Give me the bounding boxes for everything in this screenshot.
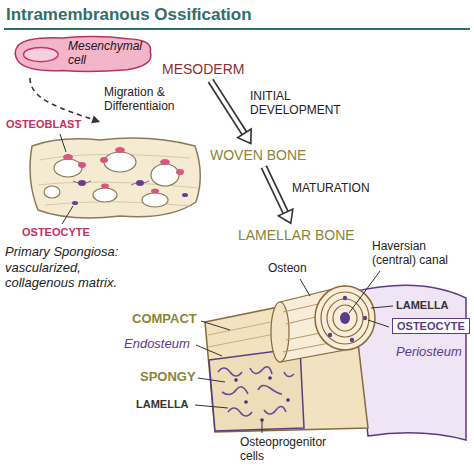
mesenchymal-cell: Mesenchymal cell bbox=[12, 34, 156, 74]
woven-bone-picture-part bbox=[104, 152, 136, 172]
title-underline bbox=[4, 29, 470, 30]
woven-bone-picture-part bbox=[160, 159, 170, 165]
node-text: MESODERM bbox=[162, 61, 244, 77]
woven-bone-picture-part bbox=[100, 157, 108, 163]
cell-body bbox=[15, 37, 151, 72]
osteon-cylinder-part bbox=[333, 305, 357, 331]
stage-label: MESODERM bbox=[160, 60, 246, 78]
bone-block-part bbox=[205, 292, 368, 432]
osteon-cylinder bbox=[271, 286, 375, 362]
osteon-cylinder-part bbox=[350, 338, 354, 342]
leader-lines-part bbox=[262, 421, 263, 433]
bone-block-part bbox=[286, 398, 290, 402]
migration-arrow-part bbox=[30, 78, 100, 122]
description-note: Primary Spongiosa: vascularized, collage… bbox=[5, 244, 137, 291]
arrow-shaft-inner bbox=[264, 167, 286, 214]
migration-arrow bbox=[30, 78, 100, 123]
stage-label: WOVEN BONE bbox=[208, 146, 308, 164]
woven-bone-picture-part bbox=[93, 188, 117, 202]
arrow-label: MATURATION bbox=[292, 182, 370, 196]
arrow-shaft-inner bbox=[211, 81, 245, 135]
node-text: Mesenchymal cell bbox=[68, 40, 148, 68]
woven-bone-picture-part bbox=[176, 169, 184, 175]
osteon-cylinder-part bbox=[321, 292, 369, 344]
leader-lines-part bbox=[201, 321, 230, 330]
part-label: LAMELLA bbox=[396, 299, 449, 312]
leader-lines-part bbox=[60, 134, 66, 152]
leader-lines-part bbox=[371, 306, 393, 308]
woven-bone-picture bbox=[30, 138, 200, 218]
woven-bone-picture-part bbox=[78, 162, 86, 168]
osteon-cylinder-part bbox=[343, 296, 347, 300]
leader-lines-part bbox=[349, 271, 380, 313]
arrow-head bbox=[278, 209, 292, 223]
arrow-label: INITIAL DEVELOPMENT bbox=[250, 90, 345, 118]
bone-block-part bbox=[244, 400, 248, 404]
woven-bone-picture-part bbox=[54, 159, 82, 177]
bone-block bbox=[205, 292, 368, 432]
woven-bone-picture-part bbox=[142, 193, 168, 207]
cell-nucleus bbox=[24, 47, 59, 61]
arrow-head bbox=[238, 129, 251, 143]
part-label: Osteon bbox=[268, 262, 307, 276]
process-note: Migration & Differentiaion bbox=[104, 86, 196, 114]
leader-lines-part bbox=[196, 345, 222, 356]
woven-bone-picture-part bbox=[73, 181, 149, 185]
double-line-arrow bbox=[264, 167, 293, 224]
osteon-cylinder-part bbox=[340, 312, 350, 324]
part-label: Haversian (central) canal bbox=[372, 240, 468, 268]
woven-bone-picture-part bbox=[151, 189, 159, 194]
leader-lines-part bbox=[62, 206, 73, 224]
woven-bone-picture-part bbox=[136, 180, 144, 186]
cell-label: OSTEOCYTE bbox=[22, 226, 90, 239]
osteon-cylinder-part bbox=[315, 286, 375, 350]
part-label: LAMELLA bbox=[136, 398, 189, 411]
stage-label: LAMELLAR BONE bbox=[236, 226, 357, 244]
bone-block-part bbox=[234, 378, 238, 382]
region-label: COMPACT bbox=[132, 312, 197, 327]
double-line-arrow bbox=[211, 81, 252, 144]
node-text: WOVEN BONE bbox=[210, 147, 306, 163]
title-underline-part bbox=[4, 28, 470, 30]
woven-bone-picture-part bbox=[78, 180, 86, 186]
osteon-cylinder-part bbox=[328, 333, 332, 337]
woven-bone-picture-part bbox=[115, 147, 125, 153]
woven-bone-picture-part bbox=[182, 193, 188, 197]
leader-lines-part bbox=[300, 279, 310, 296]
leader-lines-part bbox=[195, 405, 228, 408]
osteocyte-box: OSTEOCYTE bbox=[392, 318, 470, 334]
diagram-title: Intramembranous Ossification bbox=[6, 5, 252, 25]
woven-bone-picture-part bbox=[151, 164, 179, 186]
cell-label: OSTEOBLAST bbox=[6, 118, 81, 131]
woven-bone-picture-part bbox=[72, 201, 78, 205]
bone-block-part bbox=[218, 367, 294, 416]
migration-arrow-part bbox=[91, 116, 100, 124]
layer-label: Endosteum bbox=[124, 337, 190, 352]
woven-bone-picture-part bbox=[44, 186, 60, 198]
arrow-shaft bbox=[211, 81, 245, 135]
leader-lines bbox=[60, 134, 73, 224]
bone-block-part bbox=[268, 376, 272, 380]
cell-label: Osteoprogenitor cells bbox=[240, 436, 340, 464]
leader-lines-part bbox=[368, 320, 389, 327]
node-text: OSTEOCYTE bbox=[397, 320, 465, 332]
woven-bone-picture-part bbox=[101, 184, 109, 189]
woven-bone-picture-part bbox=[30, 138, 200, 218]
region-label: SPONGY bbox=[140, 370, 196, 385]
leader-lines-part bbox=[198, 378, 225, 382]
woven-bone-picture-part bbox=[63, 154, 73, 160]
leader-lines bbox=[195, 271, 393, 433]
layer-label: Periosteum bbox=[396, 345, 462, 360]
osteon-cylinder-part bbox=[363, 316, 367, 320]
osteon-cylinder-part bbox=[327, 299, 363, 337]
node-text: LAMELLAR BONE bbox=[238, 227, 355, 243]
arrow-shaft bbox=[264, 167, 286, 214]
